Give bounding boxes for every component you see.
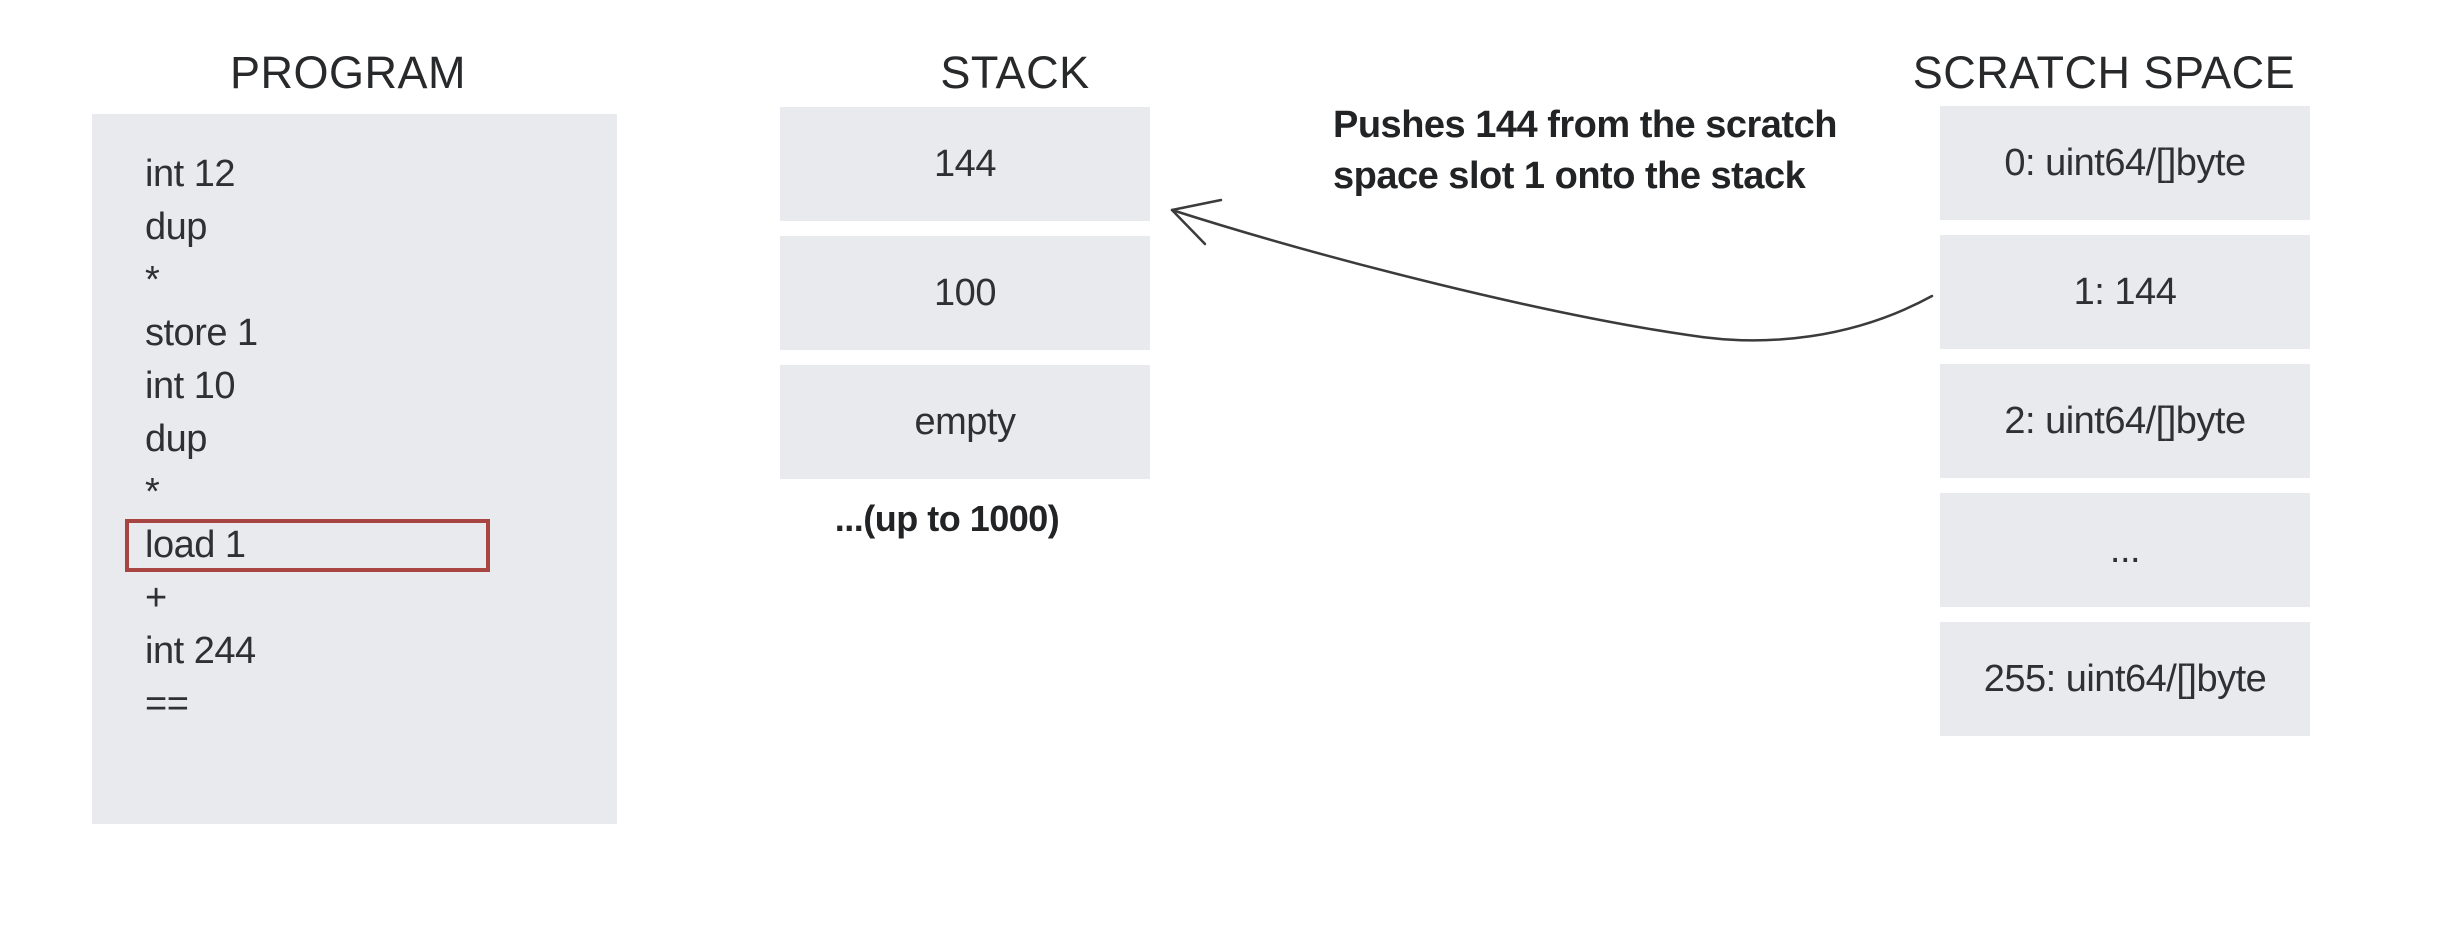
program-line: int 12 [145, 153, 235, 195]
scratch-slots: 0: uint64/[]byte 1: 144 2: uint64/[]byte..… [1940, 106, 2310, 736]
scratch-slot: ... [1940, 493, 2310, 607]
program-line: int 10 [145, 365, 235, 407]
program-line: * [145, 259, 160, 301]
scratch-slot: 2: uint64/[]byte [1940, 364, 2310, 478]
scratch-slot: 1: 144 [1940, 235, 2310, 349]
scratch-slot: 255: uint64/[]byte [1940, 622, 2310, 736]
stack-slot: 100 [780, 236, 1150, 350]
program-line: store 1 [145, 312, 258, 354]
stack-column-title: STACK [940, 47, 1090, 98]
program-box: int 12 dup * store 1 int 10 dup * load 1 + int 24… [92, 114, 617, 824]
scratch-slot: 0: uint64/[]byte [1940, 106, 2310, 220]
arrow-annotation-line1: Pushes 144 from the scratch [1333, 104, 1837, 146]
stack-slot: 144 [780, 107, 1150, 221]
program-line: == [145, 683, 189, 725]
program-line: load 1 [125, 519, 490, 572]
program-line: dup [145, 206, 207, 248]
program-lines: int 12 dup * store 1 int 10 dup * load 1 + int 24… [125, 148, 617, 731]
arrow-annotation: Pushes 144 from the scratch space slot 1… [1333, 100, 1837, 202]
scratch-space-column-title: SCRATCH SPACE [1912, 47, 2296, 98]
program-line: int 244 [145, 630, 256, 672]
push-arrow-curve [1170, 208, 1934, 342]
program-column-title: PROGRAM [229, 47, 466, 98]
program-line: dup [145, 418, 207, 460]
push-arrow-head [1170, 198, 1223, 246]
program-line: + [145, 577, 167, 619]
program-line: * [145, 471, 160, 513]
stack-slots: 144 100 empty [780, 107, 1150, 479]
stack-slot: empty [780, 365, 1150, 479]
stack-capacity-note: ...(up to 1000) [834, 498, 1060, 539]
arrow-annotation-line2: space slot 1 onto the stack [1333, 155, 1806, 197]
